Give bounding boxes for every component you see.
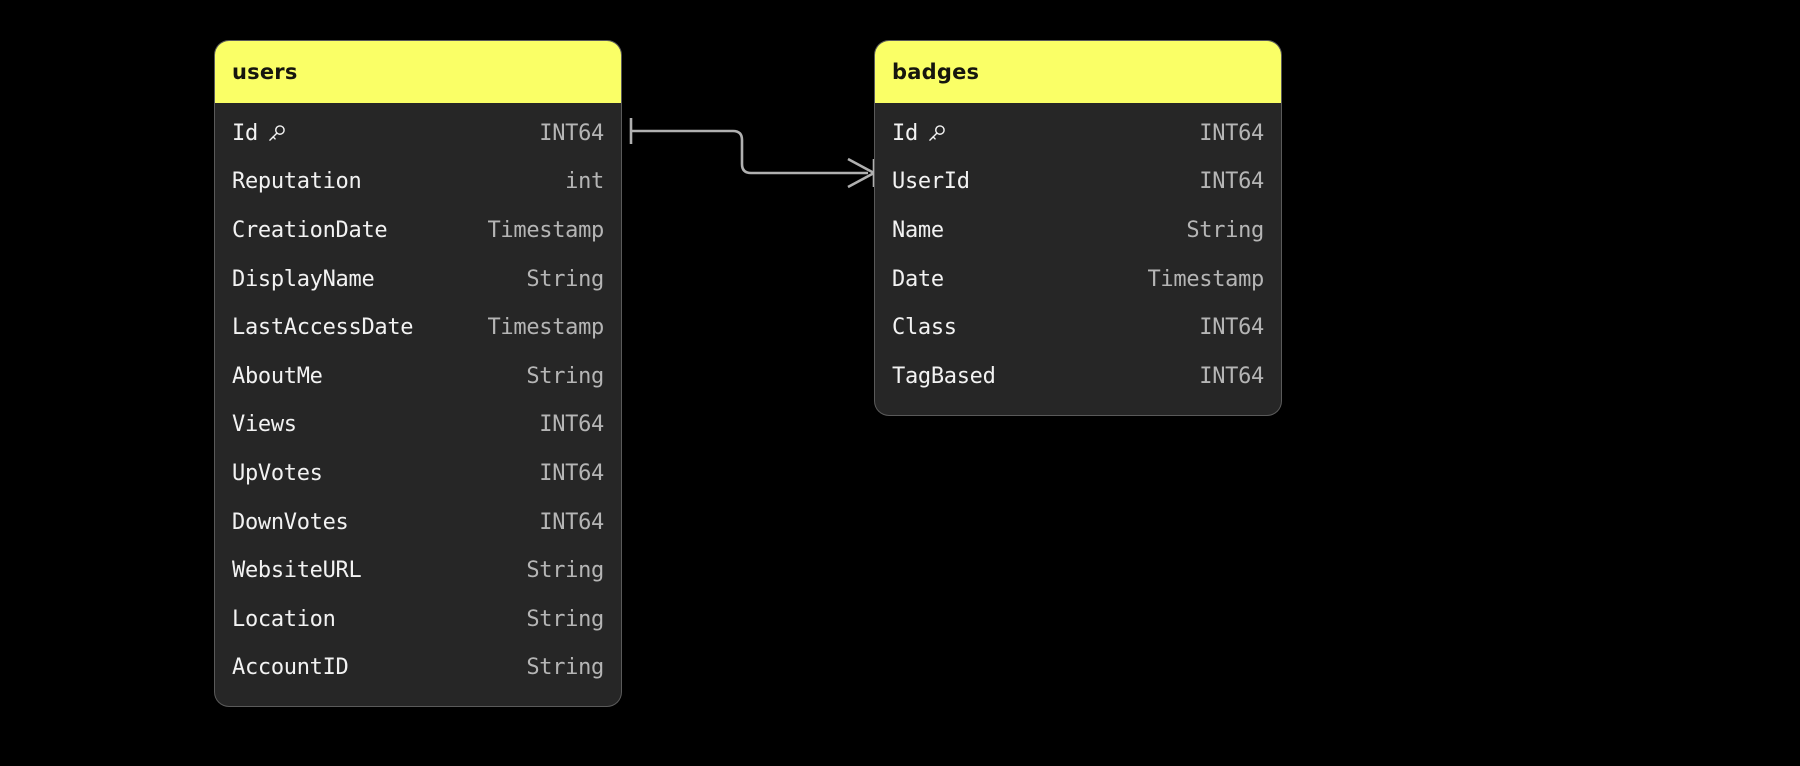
field-type: Timestamp — [487, 315, 604, 341]
field-name: Views — [232, 412, 297, 438]
field-type: int — [565, 169, 604, 195]
field-row[interactable]: TagBased INT64 — [875, 352, 1281, 401]
field-type: String — [526, 655, 604, 681]
field-name: CreationDate — [232, 217, 388, 243]
relationship-users-to-badges[interactable] — [629, 118, 876, 189]
field-row[interactable]: Id INT64 — [215, 109, 621, 158]
field-name: Class — [892, 315, 957, 341]
field-type: INT64 — [539, 509, 604, 535]
relationship-line — [631, 129, 868, 175]
field-row[interactable]: Reputation int — [215, 158, 621, 207]
field-type: String — [526, 363, 604, 389]
field-row[interactable]: DisplayName String — [215, 255, 621, 304]
field-type: INT64 — [1199, 363, 1264, 389]
field-name: Reputation — [232, 169, 362, 195]
field-name: Location — [232, 606, 336, 632]
entity-title-users: users — [215, 41, 621, 103]
field-name: TagBased — [892, 363, 996, 389]
field-type: INT64 — [539, 412, 604, 438]
field-row[interactable]: Id INT64 — [875, 109, 1281, 158]
field-name-wrapper: Reputation — [232, 169, 362, 195]
field-type: INT64 — [1199, 315, 1264, 341]
field-type: String — [1186, 217, 1264, 243]
field-type: String — [526, 606, 604, 632]
field-type: INT64 — [1199, 169, 1264, 195]
cardinality-many-crowsfoot-marker — [847, 157, 876, 189]
field-name: LastAccessDate — [232, 315, 414, 341]
field-name-wrapper: Date — [892, 267, 944, 292]
field-row[interactable]: Views INT64 — [215, 401, 621, 450]
field-row[interactable]: Date Timestamp — [875, 255, 1281, 304]
field-name-wrapper: Views — [232, 412, 297, 437]
field-name: Date — [892, 266, 944, 292]
field-row[interactable]: LastAccessDate Timestamp — [215, 303, 621, 352]
field-name-wrapper: UserId — [892, 169, 970, 194]
field-type: String — [526, 266, 604, 292]
field-type: Timestamp — [487, 217, 604, 243]
field-name-wrapper: Location — [232, 607, 336, 632]
field-name: UserId — [892, 169, 970, 195]
field-name: Id — [892, 120, 918, 146]
field-name-wrapper: DownVotes — [232, 510, 349, 535]
field-name: WebsiteURL — [232, 558, 362, 584]
field-type: INT64 — [539, 120, 604, 146]
field-type: INT64 — [1199, 120, 1264, 146]
field-name-wrapper: Id — [232, 121, 287, 146]
field-name-wrapper: Id — [892, 121, 947, 146]
field-name-wrapper: Class — [892, 315, 957, 340]
field-name-wrapper: LastAccessDate — [232, 315, 414, 341]
field-name-wrapper: UpVotes — [232, 461, 323, 486]
field-name: Id — [232, 120, 258, 146]
field-type: INT64 — [539, 460, 604, 486]
field-name-wrapper: Name — [892, 218, 944, 243]
field-type: String — [526, 558, 604, 584]
field-name: DisplayName — [232, 266, 375, 292]
field-name-wrapper: DisplayName — [232, 266, 375, 292]
field-row[interactable]: UpVotes INT64 — [215, 449, 621, 498]
field-row[interactable]: UserId INT64 — [875, 158, 1281, 207]
field-name: AboutMe — [232, 363, 323, 389]
field-name-wrapper: CreationDate — [232, 217, 388, 243]
field-row[interactable]: Location String — [215, 595, 621, 644]
field-row[interactable]: Name String — [875, 206, 1281, 255]
field-row[interactable]: AccountID String — [215, 644, 621, 693]
key-icon — [267, 123, 287, 143]
field-row[interactable]: Class INT64 — [875, 303, 1281, 352]
field-row[interactable]: AboutMe String — [215, 352, 621, 401]
field-row[interactable]: DownVotes INT64 — [215, 498, 621, 547]
field-name-wrapper: TagBased — [892, 364, 996, 389]
key-icon — [927, 123, 947, 143]
field-name: Name — [892, 217, 944, 243]
field-name: UpVotes — [232, 460, 323, 486]
field-name-wrapper: AccountID — [232, 655, 349, 680]
field-name-wrapper: WebsiteURL — [232, 558, 362, 584]
field-row[interactable]: CreationDate Timestamp — [215, 206, 621, 255]
field-name: DownVotes — [232, 509, 349, 535]
field-row[interactable]: WebsiteURL String — [215, 546, 621, 595]
field-name: AccountID — [232, 655, 349, 681]
entity-title-badges: badges — [875, 41, 1281, 103]
field-name-wrapper: AboutMe — [232, 364, 323, 389]
field-type: Timestamp — [1147, 266, 1264, 292]
